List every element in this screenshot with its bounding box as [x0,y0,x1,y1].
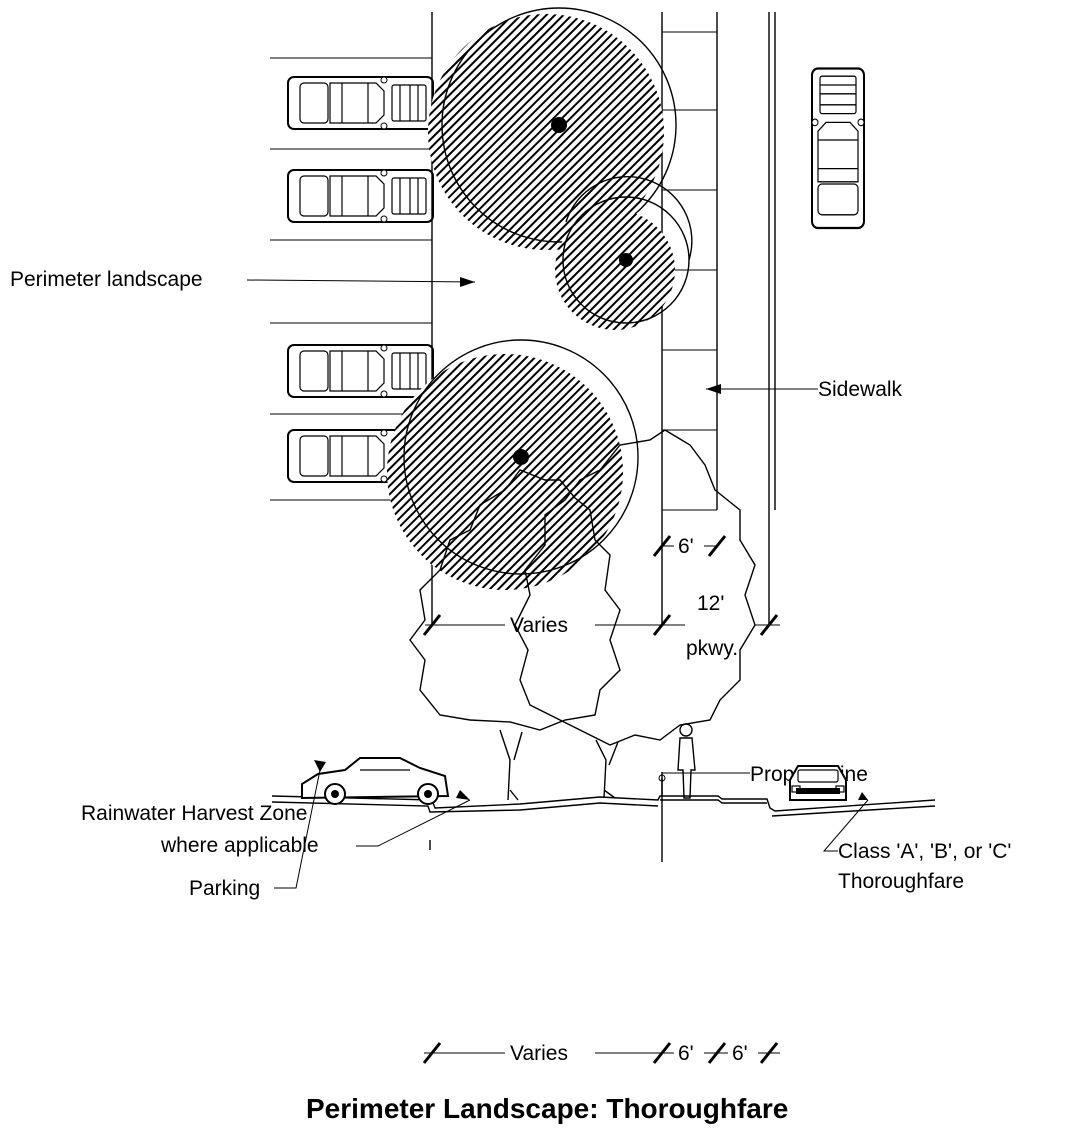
pedestrian-figure [677,723,696,799]
section-view: Property line Rainwater Harvest Zone whe… [81,429,1011,1065]
parking-label: Parking [189,877,260,900]
street-car-front [789,765,847,801]
tree-right [514,429,756,799]
tree-small [555,176,693,330]
section-varies-label: Varies [510,1042,568,1065]
sidewalk-panels [662,31,717,511]
parked-car-side [301,757,450,805]
class-label-line1: Class 'A', 'B', or 'C' [838,840,1011,863]
pkwy-width-label: 12' [697,592,724,615]
pkwy-label: pkwy. [686,637,738,660]
plan-varies-label: Varies [510,614,568,637]
diagram-title: Perimeter Landscape: Thoroughfare [306,1093,788,1124]
parked-car-3 [287,344,434,398]
section-dim-a-label: 6' [678,1042,694,1065]
tree-large-bottom [387,339,639,590]
tree-large-top [428,7,677,250]
plan-view: Perimeter landscape Sidewalk 6' Varies 1… [10,7,903,660]
section-dim-b-label: 6' [732,1042,748,1065]
ground-profile [271,795,936,812]
perimeter-landscape-label: Perimeter landscape [10,268,203,291]
svg-text:6': 6' [678,535,694,558]
plan-width-dimension: Varies 12' pkwy. [422,590,780,660]
parking-stall-lines [270,57,432,501]
sidewalk-width-dimension: 6' [652,533,727,558]
street-car [810,67,866,230]
parked-car-1 [287,76,434,130]
rainwater-label-line1: Rainwater Harvest Zone [81,802,307,825]
rainwater-label-line2: where applicable [160,834,319,857]
parked-car-2 [287,169,434,223]
sidewalk-label: Sidewalk [818,378,903,401]
section-width-dimension: Varies 6' 6' [422,1040,780,1065]
tree-left [409,469,621,850]
class-label-line2: Thoroughfare [838,870,964,893]
